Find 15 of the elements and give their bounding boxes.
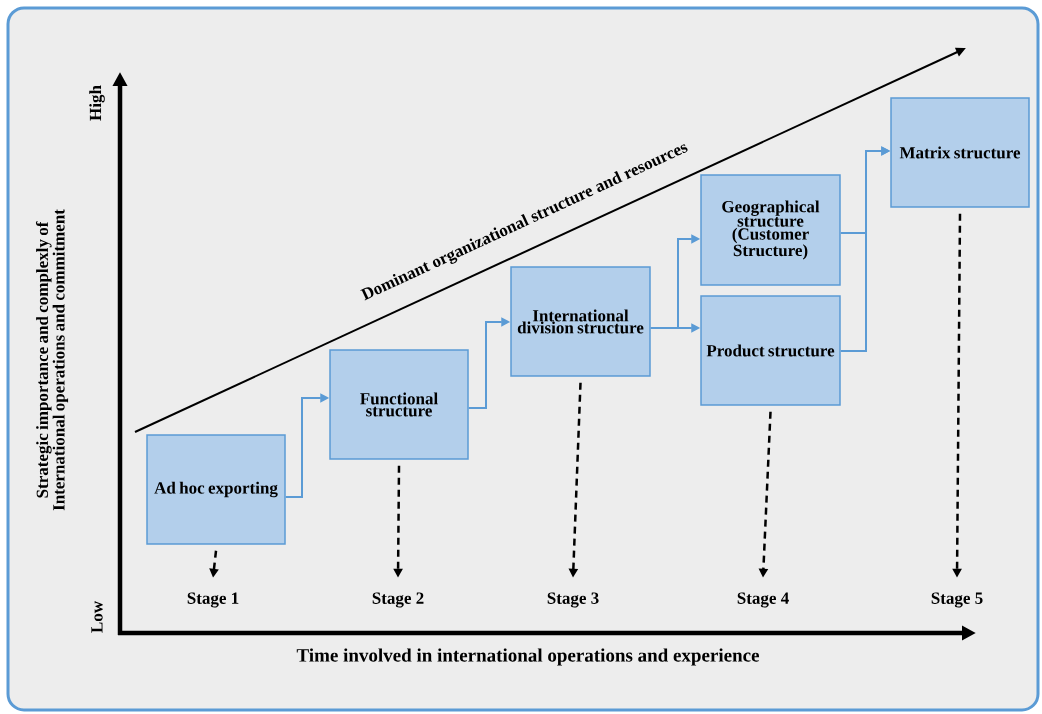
axis-label: Low [91, 601, 103, 633]
structure-box: Ad hoc exporting [146, 434, 286, 545]
stage-label: Stage 1 [187, 592, 239, 608]
structure-box: Geographical structure (Customer Structure) [700, 174, 841, 286]
axis-title: Strategic importance and complexly of International operations and commitment [35, 209, 69, 511]
stage-label: Stage 3 [547, 592, 599, 608]
structure-box: Product structure [700, 295, 841, 406]
stage-label: Stage 5 [931, 592, 983, 608]
structure-box: Matrix structure [890, 97, 1030, 208]
stage-label: Stage 4 [737, 592, 789, 608]
structure-box: International division structure [510, 266, 651, 377]
axis-label: High [89, 85, 105, 121]
structure-box: Functional structure [329, 349, 469, 460]
stage-label: Stage 2 [372, 592, 424, 608]
axis-title: Time involved in international operations and experience [296, 648, 760, 666]
